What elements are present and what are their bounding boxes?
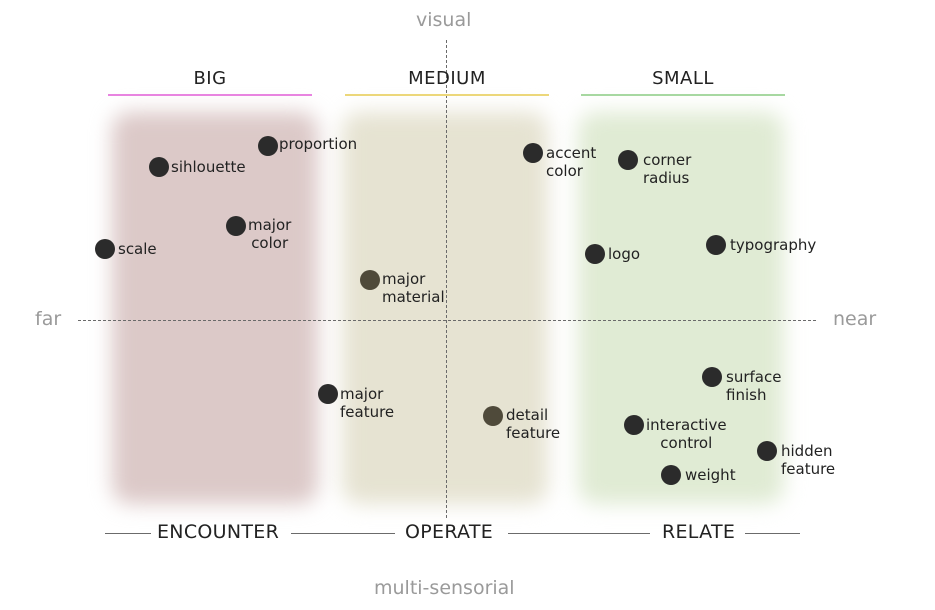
point-label-corner-radius: corner radius <box>643 151 692 187</box>
point-dot-accent-color <box>523 143 543 163</box>
point-dot-hidden-feature <box>757 441 777 461</box>
column-underline-big <box>108 94 312 96</box>
point-dot-scale <box>95 239 115 259</box>
stage-label-encounter: ENCOUNTER <box>157 521 280 543</box>
point-label-logo: logo <box>608 245 641 263</box>
point-label-sihlouette: sihlouette <box>171 158 246 176</box>
point-dot-major-color <box>226 216 246 236</box>
axis-label-right: near <box>833 308 877 330</box>
point-dot-corner-radius <box>618 150 638 170</box>
stage-label-operate: OPERATE <box>405 521 494 543</box>
point-label-major-material: major material <box>382 270 445 306</box>
point-label-interactive-control: interactive control <box>646 416 727 452</box>
stage-line-left <box>105 533 151 534</box>
column-header-big: BIG <box>193 68 227 89</box>
point-label-typography: typography <box>730 236 817 254</box>
point-label-detail-feature: detail feature <box>506 406 561 442</box>
point-dot-weight <box>661 465 681 485</box>
point-label-proportion: proportion <box>279 135 358 153</box>
point-dot-surface-finish <box>702 367 722 387</box>
point-dot-typography <box>706 235 726 255</box>
axis-label-bottom: multi-sensorial <box>374 577 515 599</box>
point-label-surface-finish: surface finish <box>726 368 782 404</box>
point-label-hidden-feature: hidden feature <box>781 442 836 478</box>
stage-line-right <box>745 533 800 534</box>
column-underline-small <box>581 94 785 96</box>
point-dot-interactive-control <box>624 415 644 435</box>
point-label-major-feature: major feature <box>340 385 395 421</box>
big-column-band <box>112 112 318 504</box>
medium-column-band <box>342 112 548 504</box>
stage-line-2 <box>291 533 395 534</box>
point-label-weight: weight <box>685 466 736 484</box>
horizontal-axis-line <box>78 320 816 321</box>
point-dot-major-feature <box>318 384 338 404</box>
point-label-scale: scale <box>118 240 157 258</box>
column-header-medium: MEDIUM <box>408 68 486 89</box>
point-dot-major-material <box>360 270 380 290</box>
small-column-band <box>578 112 784 504</box>
vertical-axis-line <box>446 40 447 518</box>
axis-label-top: visual <box>416 9 472 31</box>
point-dot-sihlouette <box>149 157 169 177</box>
stage-line-3 <box>508 533 650 534</box>
column-header-small: SMALL <box>652 68 714 89</box>
point-dot-logo <box>585 244 605 264</box>
point-dot-proportion <box>258 136 278 156</box>
column-underline-medium <box>345 94 549 96</box>
stage-label-relate: RELATE <box>662 521 736 543</box>
point-label-major-color: major color <box>248 216 292 252</box>
point-dot-detail-feature <box>483 406 503 426</box>
axis-label-left: far <box>35 308 62 330</box>
point-label-accent-color: accent color <box>546 144 597 180</box>
